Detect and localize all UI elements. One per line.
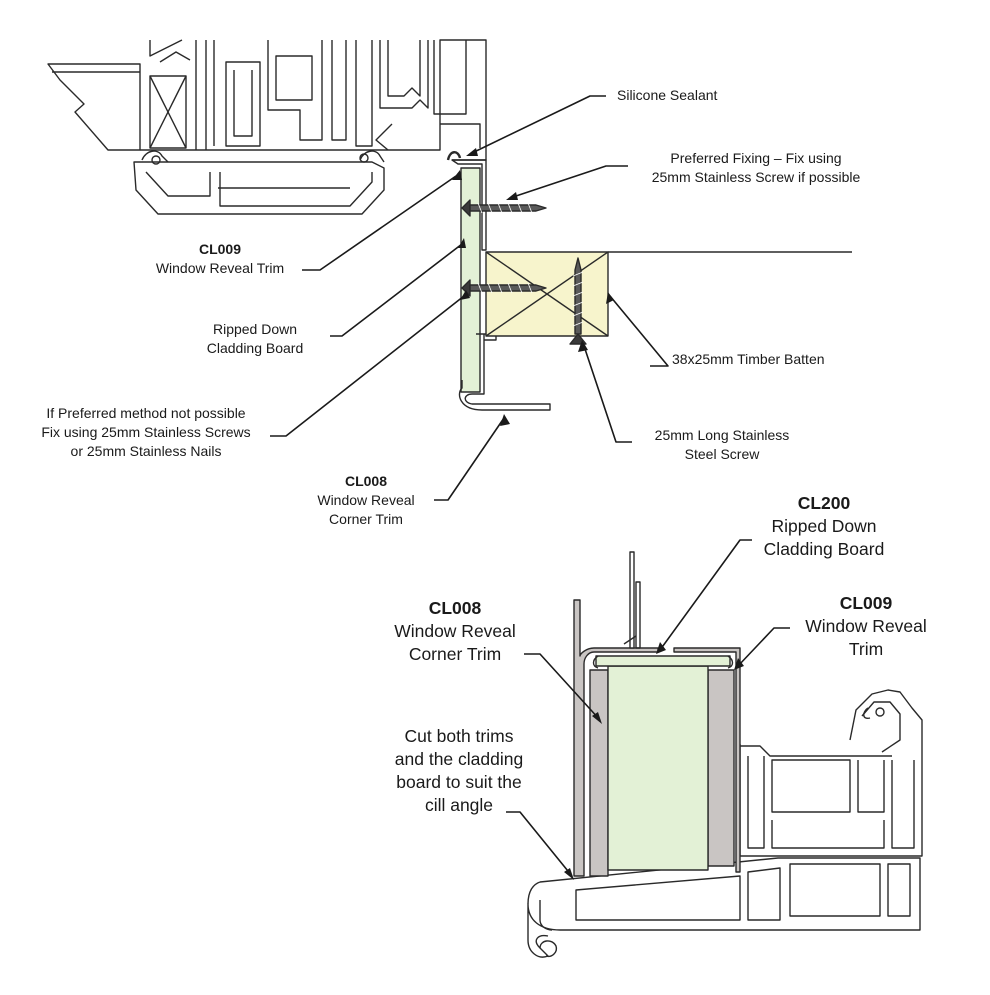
label-preferred-fixing: Preferred Fixing – Fix using 25mm Stainl… [639, 149, 873, 187]
cut-note-line1: Cut both trims [404, 726, 514, 746]
label-ripped-down-top: Ripped Down Cladding Board [190, 320, 320, 358]
long-screw-line2: Steel Screw [684, 446, 760, 462]
timber-batten-text: 38x25mm Timber Batten [672, 351, 825, 367]
label-timber-batten: 38x25mm Timber Batten [672, 350, 825, 369]
cl008-line2-top: Corner Trim [329, 511, 403, 527]
preferred-fixing-line1: Preferred Fixing – Fix using [670, 150, 842, 166]
label-alt-fixing: If Preferred method not possible Fix usi… [22, 404, 270, 461]
label-cl008-top: CL008 Window Reveal Corner Trim [306, 472, 426, 529]
cl008-code-top: CL008 [344, 473, 388, 489]
leaders-bottom [506, 539, 790, 877]
label-long-screw: 25mm Long Stainless Steel Screw [640, 426, 804, 464]
label-cl009-bottom: CL009 Window Reveal Trim [794, 592, 938, 661]
alt-fixing-line1: If Preferred method not possible [46, 405, 246, 421]
cl008-line2-bottom: Corner Trim [408, 644, 502, 664]
cl009-code-top: CL009 [198, 241, 242, 257]
cut-note-line4: cill angle [424, 795, 494, 815]
cl009-line2-bottom: Trim [848, 639, 884, 659]
cill-profile [527, 689, 923, 958]
cl009-line1-bottom: Window Reveal [805, 616, 927, 636]
label-cl200: CL200 Ripped Down Cladding Board [744, 492, 904, 561]
ripped-down-line1: Ripped Down [212, 321, 298, 337]
ripped-down-line2: Cladding Board [206, 340, 304, 356]
label-cl009-top: CL009 Window Reveal Trim [140, 240, 300, 278]
label-cut-note: Cut both trims and the cladding board to… [384, 725, 534, 817]
window-frame-profile-top [47, 39, 487, 215]
alt-fixing-line2: Fix using 25mm Stainless Screws [41, 424, 251, 440]
cl008-line1-top: Window Reveal [317, 492, 415, 508]
leader-arrowheads-top [452, 148, 614, 426]
preferred-fixing-line2: 25mm Stainless Screw if possible [651, 169, 861, 185]
cl008-line1-bottom: Window Reveal [394, 621, 516, 641]
label-cl008-bottom: CL008 Window Reveal Corner Trim [384, 597, 526, 666]
bottom-trim-assembly [573, 551, 741, 877]
cl200-line2: Cladding Board [763, 539, 885, 559]
cut-note-line2: and the cladding [394, 749, 524, 769]
leaders-top [270, 95, 669, 501]
label-silicone-sealant: Silicone Sealant [617, 86, 717, 105]
cl009-desc-top: Window Reveal Trim [155, 260, 285, 276]
long-screw-line1: 25mm Long Stainless [654, 427, 790, 443]
leader-arrowheads-bottom [564, 642, 744, 880]
silicone-sealant-text: Silicone Sealant [617, 87, 718, 103]
cl008-code-bottom: CL008 [428, 598, 482, 618]
cl009-code-bottom: CL009 [839, 593, 893, 613]
alt-fixing-line3: or 25mm Stainless Nails [70, 443, 222, 459]
cladding-board-bottom [607, 665, 709, 871]
cl200-line1: Ripped Down [771, 516, 877, 536]
cl200-code: CL200 [797, 493, 851, 513]
cut-note-line3: board to suit the [396, 772, 522, 792]
top-trim-assembly [446, 151, 852, 411]
screw-preferred [461, 199, 547, 217]
